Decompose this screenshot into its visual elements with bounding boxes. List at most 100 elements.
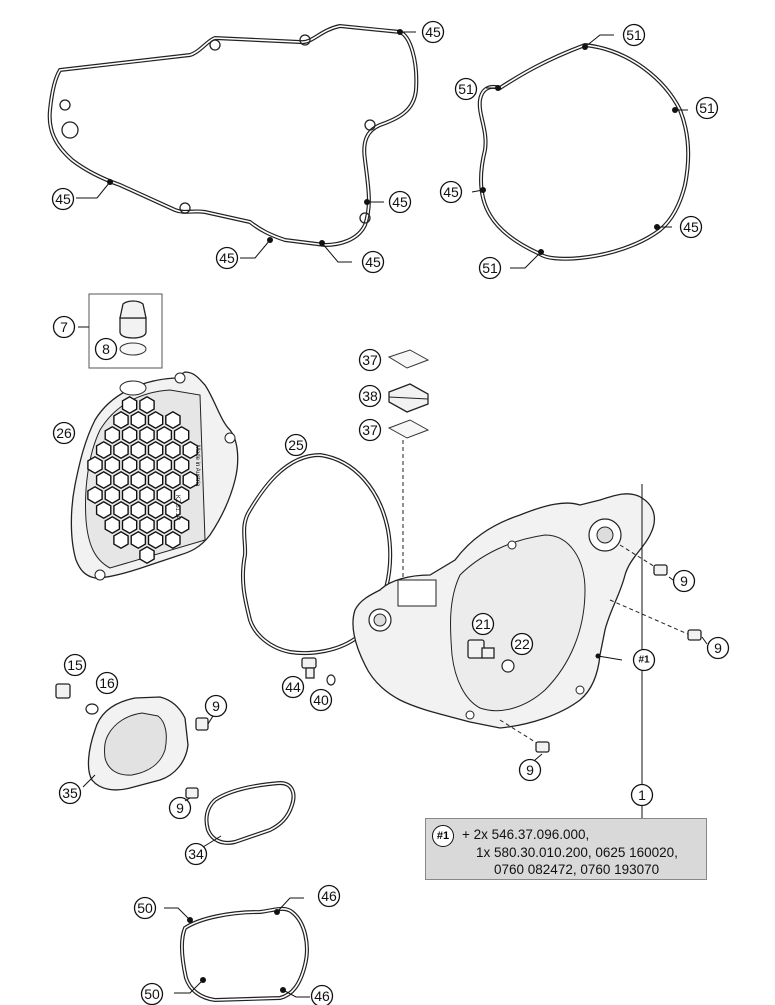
hex-cell: [87, 455, 103, 475]
svg-text:16: 16: [99, 675, 115, 691]
note-line-2: 1x 580.30.010.200, 0625 160020,: [476, 845, 678, 860]
svg-text:45: 45: [683, 219, 699, 235]
hex-cell: [121, 515, 138, 535]
svg-text:51: 51: [626, 27, 642, 43]
svg-text:40: 40: [313, 692, 329, 708]
hex-cell: [156, 455, 173, 475]
hex-cell: [121, 485, 138, 505]
leader-lines-extra: [82, 576, 708, 848]
hex-cell: [139, 545, 155, 565]
note-line-3: 0760 082472, 0760 193070: [494, 862, 660, 877]
svg-text:9: 9: [176, 800, 184, 816]
callout-22: 22: [510, 632, 534, 656]
callout-45-d: 45: [215, 246, 239, 270]
sight-glass-stack: [387, 349, 430, 590]
callout-hash1: #1: [632, 648, 656, 672]
svg-text:1: 1: [638, 787, 646, 803]
hex-cell: [139, 425, 155, 445]
callout-9-e: 9: [168, 796, 192, 820]
hex-cell: [113, 470, 129, 490]
hex-cell: [147, 530, 164, 550]
hex-cell: [139, 455, 155, 475]
note-badge: #1: [432, 825, 454, 847]
callout-26: 26: [52, 421, 76, 445]
hex-cell: [95, 500, 112, 520]
hex-cell: [173, 455, 190, 475]
callout-40: 40: [309, 688, 333, 712]
kit-note-box: #1 + 2x 546.37.096.000, 1x 580.30.010.20…: [425, 818, 707, 880]
hex-cell: [182, 440, 199, 460]
callout-45-f: 45: [439, 180, 463, 204]
gasket-25-clutch: [240, 452, 393, 656]
hex-cell: [130, 530, 147, 550]
hex-cell: [139, 485, 155, 505]
hex-cell: [113, 500, 129, 520]
hex-cell: [147, 440, 164, 460]
hex-cell: [104, 455, 121, 475]
callout-51-d: 51: [478, 256, 502, 280]
callout-51-b: 51: [454, 77, 478, 101]
callout-9-d: 9: [204, 694, 228, 718]
svg-text:35: 35: [62, 785, 78, 801]
svg-text:21: 21: [475, 616, 491, 632]
hex-cell: [173, 515, 190, 535]
leader-lines: [76, 29, 688, 998]
callout-16: 16: [95, 671, 119, 695]
svg-text:45: 45: [425, 24, 441, 40]
plug-21-seal-22: [467, 639, 515, 673]
callout-51-a: 51: [622, 23, 646, 47]
callout-50-b: 50: [140, 982, 164, 1005]
hex-cell: [113, 530, 129, 550]
gasket-50-46: [180, 906, 309, 1003]
bolts-9-cover: [499, 544, 702, 753]
callout-45-b: 45: [51, 187, 75, 211]
hex-cell: [121, 455, 138, 475]
callout-15: 15: [63, 653, 87, 677]
hex-cell: [95, 440, 112, 460]
hex-mesh: [87, 395, 199, 565]
water-pump-cover-35: [55, 683, 209, 799]
hex-cell: [130, 470, 147, 490]
svg-text:45: 45: [443, 184, 459, 200]
svg-text:50: 50: [144, 986, 160, 1002]
svg-text:22: 22: [514, 636, 530, 652]
hex-cell: [87, 485, 103, 505]
hex-cell: [121, 425, 138, 445]
made-in-text: Made in Austria: [194, 445, 200, 487]
svg-text:46: 46: [321, 888, 337, 904]
svg-text:9: 9: [526, 762, 534, 778]
hex-cell: [156, 425, 173, 445]
callout-1: 1: [630, 783, 654, 807]
clutch-cover-26: Made in Austria KZ 81.1P: [70, 371, 239, 581]
svg-text:34: 34: [188, 846, 204, 862]
callout-7: 7: [52, 315, 76, 339]
svg-text:51: 51: [482, 260, 498, 276]
svg-text:7: 7: [60, 319, 68, 335]
svg-text:45: 45: [392, 194, 408, 210]
callout-45-g: 45: [679, 215, 703, 239]
svg-text:9: 9: [714, 640, 722, 656]
svg-text:51: 51: [699, 100, 715, 116]
svg-text:#1: #1: [638, 655, 650, 666]
svg-text:46: 46: [314, 988, 330, 1004]
callout-51-c: 51: [695, 96, 719, 120]
callout-44: 44: [281, 675, 305, 699]
hex-cell: [173, 425, 190, 445]
hex-cell: [173, 485, 190, 505]
hex-cell: [139, 515, 155, 535]
note-line-1: + 2x 546.37.096.000,: [462, 827, 590, 842]
hex-cell: [182, 470, 199, 490]
hex-cell: [130, 440, 147, 460]
svg-text:9: 9: [212, 698, 220, 714]
hex-cell: [95, 470, 112, 490]
callout-35: 35: [58, 781, 82, 805]
svg-text:45: 45: [365, 254, 381, 270]
hex-cell: [104, 515, 121, 535]
hex-cell: [113, 440, 129, 460]
callout-46-b: 46: [310, 984, 334, 1005]
svg-text:45: 45: [55, 191, 71, 207]
svg-text:9: 9: [680, 573, 688, 589]
gasket-45-crankcase: [47, 23, 419, 248]
hex-cell: [147, 500, 164, 520]
